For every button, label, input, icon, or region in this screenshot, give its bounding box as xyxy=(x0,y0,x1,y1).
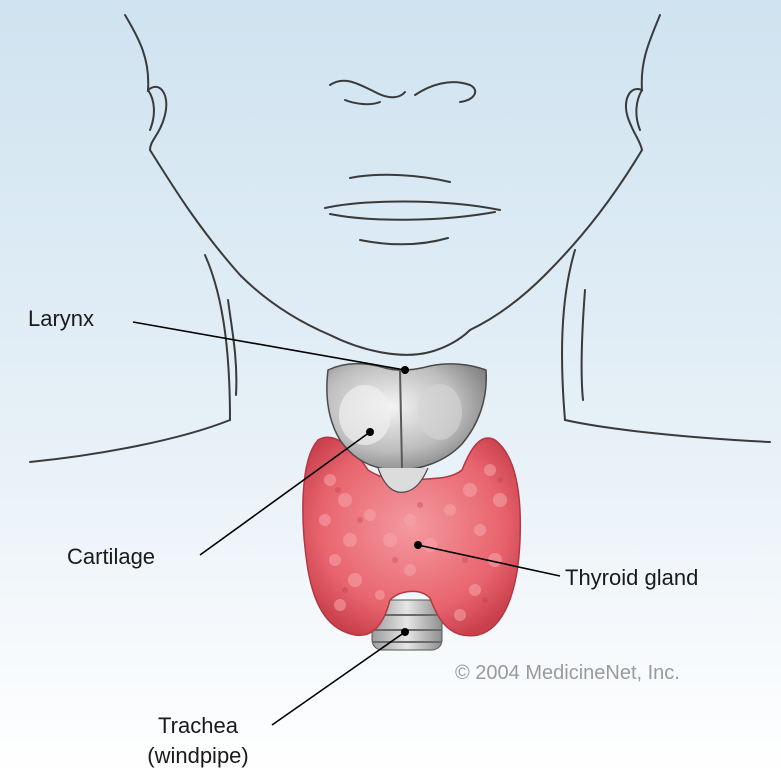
larynx-pointer-dot xyxy=(401,366,409,374)
trachea-pointer-dot xyxy=(401,628,409,636)
label-windpipe: (windpipe) xyxy=(123,743,273,769)
label-thyroid-gland: Thyroid gland xyxy=(565,565,698,591)
label-trachea: Trachea xyxy=(138,713,258,739)
cartilage-pointer-dot xyxy=(366,428,374,436)
label-cartilage: Cartilage xyxy=(67,544,155,570)
thyroid-gland-pointer-dot xyxy=(414,541,422,549)
copyright-notice: © 2004 MedicineNet, Inc. xyxy=(455,662,680,685)
label-larynx: Larynx xyxy=(28,306,94,332)
